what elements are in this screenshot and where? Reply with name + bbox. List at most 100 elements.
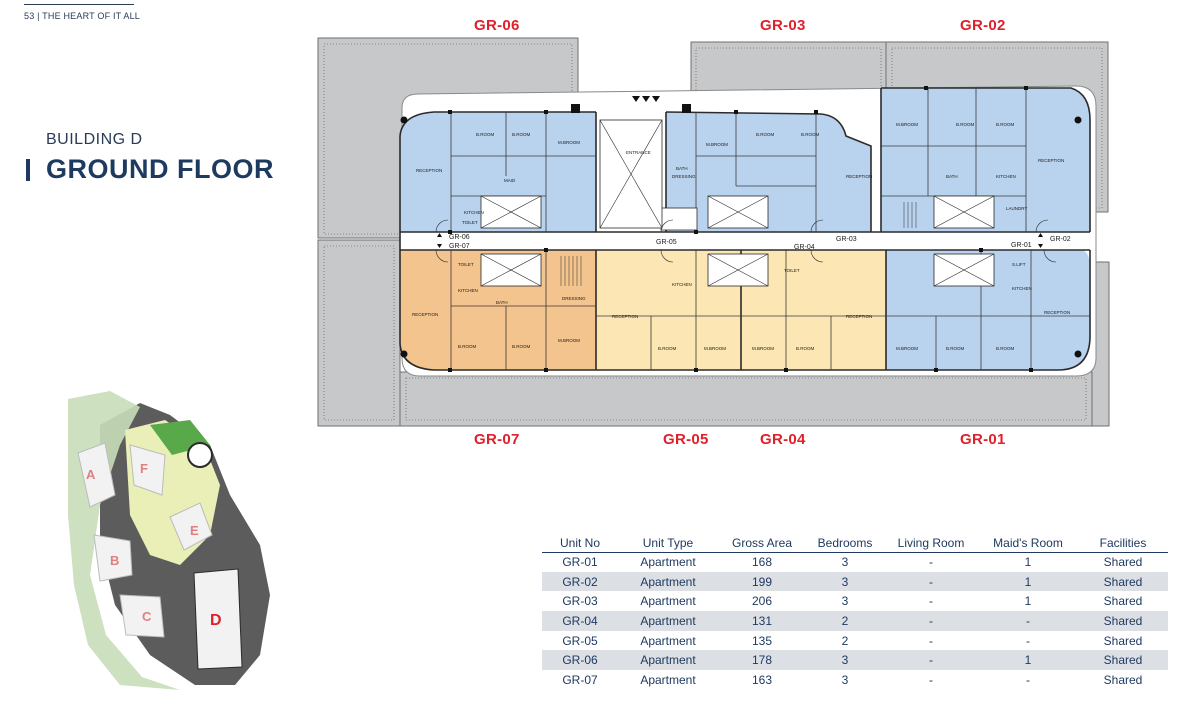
svg-text:GR-01: GR-01 (1011, 242, 1032, 249)
svg-text:B.ROOM: B.ROOM (996, 122, 1015, 127)
header-unit-no: Unit No (542, 536, 618, 553)
cell-maids-room: - (1026, 672, 1030, 687)
svg-text:B.ROOM: B.ROOM (458, 344, 477, 349)
svg-text:KITCHEN: KITCHEN (458, 288, 478, 293)
cell-gross-area: 163 (751, 672, 773, 687)
cell-unit-type: Apartment (640, 555, 696, 570)
unit-label-gr-03-top: GR-03 (760, 17, 806, 34)
table-header-row: Unit No Unit Type Gross Area Bedrooms Li… (542, 536, 1168, 553)
cell-maids-room: 1 (1024, 594, 1032, 609)
svg-text:B.ROOM: B.ROOM (512, 344, 531, 349)
table-row: GR-03 Apartment 206 3 - 1 Shared (542, 591, 1168, 611)
doors (435, 219, 1057, 263)
svg-text:TOILET: TOILET (784, 268, 800, 273)
floor-plan-drawing: RECEPTION B.ROOM B.ROOM M.BROOM MAID KIT… (317, 37, 1110, 427)
floor-plan: RECEPTION B.ROOM B.ROOM M.BROOM MAID KIT… (316, 36, 1112, 428)
cell-gross-area: 168 (751, 555, 773, 570)
header-unit-type: Unit Type (618, 536, 718, 553)
unit-label-gr-02-top: GR-02 (960, 17, 1006, 34)
svg-text:MAID: MAID (504, 178, 516, 183)
svg-text:M.BROOM: M.BROOM (896, 122, 918, 127)
cell-unit-no: GR-04 (542, 611, 618, 631)
cell-unit-no: GR-07 (562, 672, 598, 687)
svg-text:GR-03: GR-03 (836, 236, 857, 243)
columns (400, 86, 1082, 372)
svg-text:GR-07: GR-07 (449, 243, 470, 250)
svg-text:RECEPTION: RECEPTION (846, 314, 872, 319)
cell-bedrooms: 2 (806, 611, 884, 631)
corridor-unit-tags: GR-06 GR-07 GR-05 GR-04 GR-03 GR-01 GR-0… (449, 234, 1071, 251)
cell-unit-no: GR-05 (562, 633, 598, 648)
entrance-arrows (632, 96, 660, 102)
cell-facilities: Shared (1078, 611, 1168, 631)
svg-text:BATH: BATH (676, 166, 688, 171)
svg-text:B.ROOM: B.ROOM (996, 346, 1015, 351)
title-accent-bar (26, 159, 30, 181)
site-building-b: B (110, 553, 119, 568)
unit-label-gr-05-bottom: GR-05 (663, 431, 709, 448)
cell-bedrooms: 3 (841, 555, 849, 570)
cell-gross-area: 206 (751, 594, 773, 609)
svg-text:DRESSING: DRESSING (672, 174, 696, 179)
floor-title: GROUND FLOOR (46, 154, 274, 184)
cell-maids-room: - (1026, 633, 1030, 648)
svg-text:B.ROOM: B.ROOM (956, 122, 975, 127)
svg-text:RECEPTION: RECEPTION (612, 314, 638, 319)
cell-living-room: - (929, 555, 933, 570)
site-building-c: C (142, 609, 152, 624)
cell-bedrooms: 2 (841, 633, 849, 648)
unit-fills (400, 88, 1090, 370)
cell-unit-type: Apartment (640, 633, 696, 648)
svg-text:B.ROOM: B.ROOM (756, 132, 775, 137)
cell-bedrooms: 3 (841, 594, 849, 609)
site-building-f: F (140, 461, 148, 476)
cell-unit-no: GR-01 (562, 555, 598, 570)
svg-text:KITCHEN: KITCHEN (672, 282, 692, 287)
cell-living-room: - (929, 672, 933, 687)
svg-text:TOILET: TOILET (462, 220, 478, 225)
cell-bedrooms: 3 (806, 571, 884, 592)
svg-text:RECEPTION: RECEPTION (1038, 158, 1064, 163)
svg-text:KITCHEN: KITCHEN (464, 210, 484, 215)
cell-unit-type: Apartment (618, 650, 718, 671)
svg-text:GR-04: GR-04 (794, 244, 815, 251)
cell-maids-room: - (978, 611, 1078, 631)
svg-text:RECEPTION: RECEPTION (846, 174, 872, 179)
svg-text:TOILET: TOILET (458, 262, 474, 267)
cell-gross-area: 199 (718, 571, 806, 592)
table-row: GR-02 Apartment 199 3 - 1 Shared (542, 571, 1168, 592)
header-living-room: Living Room (884, 536, 978, 553)
cell-bedrooms: 3 (841, 672, 849, 687)
svg-text:GR-05: GR-05 (656, 239, 677, 246)
cell-gross-area: 178 (718, 650, 806, 671)
svg-text:M.BROOM: M.BROOM (752, 346, 774, 351)
svg-text:RECEPTION: RECEPTION (412, 312, 438, 317)
cell-living-room: - (929, 594, 933, 609)
svg-text:DRESSING: DRESSING (562, 296, 586, 301)
cell-facilities: Shared (1103, 633, 1143, 648)
table-row: GR-06 Apartment 178 3 - 1 Shared (542, 650, 1168, 671)
svg-text:M.BROOM: M.BROOM (896, 346, 918, 351)
svg-text:B.ROOM: B.ROOM (476, 132, 495, 137)
svg-text:GR-02: GR-02 (1050, 236, 1071, 243)
cell-living-room: - (884, 611, 978, 631)
svg-text:M.BROOM: M.BROOM (706, 142, 728, 147)
svg-text:M.BROOM: M.BROOM (558, 140, 580, 145)
site-building-a: A (86, 467, 96, 482)
svg-text:B.ROOM: B.ROOM (796, 346, 815, 351)
site-key-plan: A F E B C D (60, 385, 280, 695)
header-maids-room: Maid's Room (978, 536, 1078, 553)
cell-unit-no: GR-03 (562, 594, 598, 609)
unit-schedule-table: Unit No Unit Type Gross Area Bedrooms Li… (542, 536, 1168, 690)
svg-text:ENTRANCE: ENTRANCE (626, 150, 651, 155)
cell-gross-area: 135 (751, 633, 773, 648)
svg-text:KITCHEN: KITCHEN (1012, 286, 1032, 291)
svg-text:KITCHEN: KITCHEN (996, 174, 1016, 179)
header-facilities: Facilities (1078, 536, 1168, 553)
cell-facilities: Shared (1078, 571, 1168, 592)
header-bedrooms: Bedrooms (806, 536, 884, 553)
lift-crosses (480, 119, 995, 287)
cell-bedrooms: 3 (806, 650, 884, 671)
svg-text:M.BROOM: M.BROOM (558, 338, 580, 343)
cell-facilities: Shared (1103, 672, 1143, 687)
